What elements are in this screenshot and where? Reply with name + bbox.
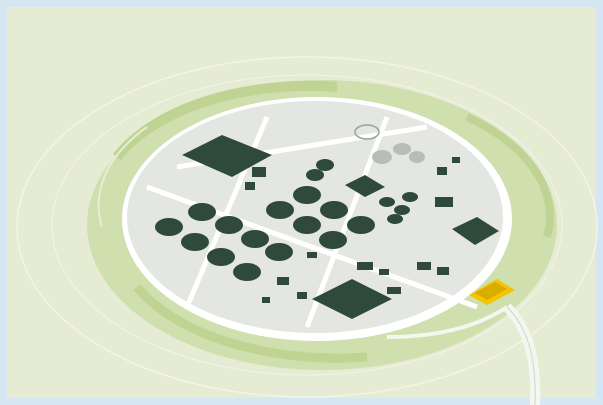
plant-site-illustration <box>7 7 603 405</box>
access-road <box>507 307 535 405</box>
